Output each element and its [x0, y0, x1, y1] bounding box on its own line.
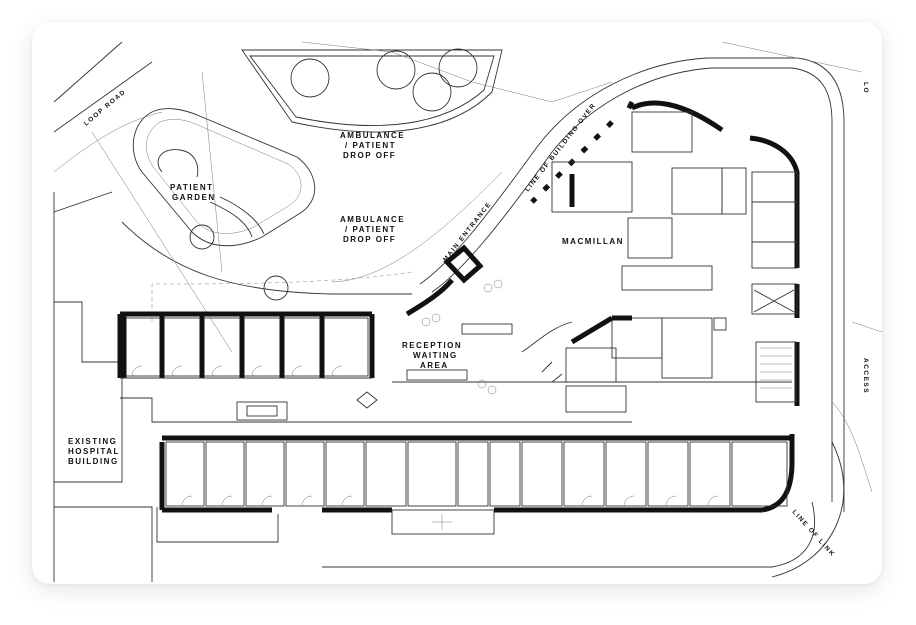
patient-garden-label-line2: GARDEN: [172, 193, 216, 202]
ambulance-drop-off-2-label-line1: AMBULANCE: [340, 215, 405, 224]
reception-waiting-area-label-line1: RECEPTION: [402, 341, 462, 350]
line-of-link-label: LINE OF LINK: [791, 509, 837, 559]
top-right-label: LO: [862, 82, 869, 94]
treatment-rooms-top: [121, 316, 369, 378]
floor-plan-drawing: LOOP ROAD AMBULANCE / PATIENT DROP OFF A…: [53, 41, 882, 582]
loop-road-label: LOOP ROAD: [83, 88, 128, 127]
tree-icons: [189, 48, 478, 301]
existing-hospital-building-label-line3: BUILDING: [68, 457, 119, 466]
macmillan-label: MACMILLAN: [562, 237, 624, 246]
line-of-building-over-label: LINE OF BUILDING OVER: [524, 102, 598, 193]
patient-garden-label-line1: PATIENT: [170, 183, 214, 192]
patient-garden: [157, 149, 265, 238]
existing-hospital-building-label-line2: HOSPITAL: [68, 447, 120, 456]
access-label: ACCESS: [862, 358, 869, 394]
ambulance-drop-off-2-label-line2: / PATIENT: [345, 225, 396, 234]
ambulance-drop-off-1-label-line3: DROP OFF: [343, 151, 396, 160]
reception-waiting-area-label-line2: WAITING: [413, 351, 458, 360]
existing-building: [54, 301, 279, 582]
ambulance-drop-off-1-label-line1: AMBULANCE: [340, 131, 405, 140]
labels: LOOP ROAD AMBULANCE / PATIENT DROP OFF A…: [68, 82, 869, 558]
floor-plan-card: LOOP ROAD AMBULANCE / PATIENT DROP OFF A…: [32, 22, 882, 584]
ambulance-drop-off-2-label-line3: DROP OFF: [343, 235, 396, 244]
existing-hospital-building-label-line1: EXISTING: [68, 437, 117, 446]
site-lines: [53, 41, 882, 582]
building-walls: [117, 100, 800, 513]
macmillan-wing: [541, 111, 798, 413]
ambulance-drop-off-1-label-line2: / PATIENT: [345, 141, 396, 150]
reception-waiting-area-label-line3: AREA: [420, 361, 449, 370]
treatment-rooms-bottom: [162, 435, 792, 535]
